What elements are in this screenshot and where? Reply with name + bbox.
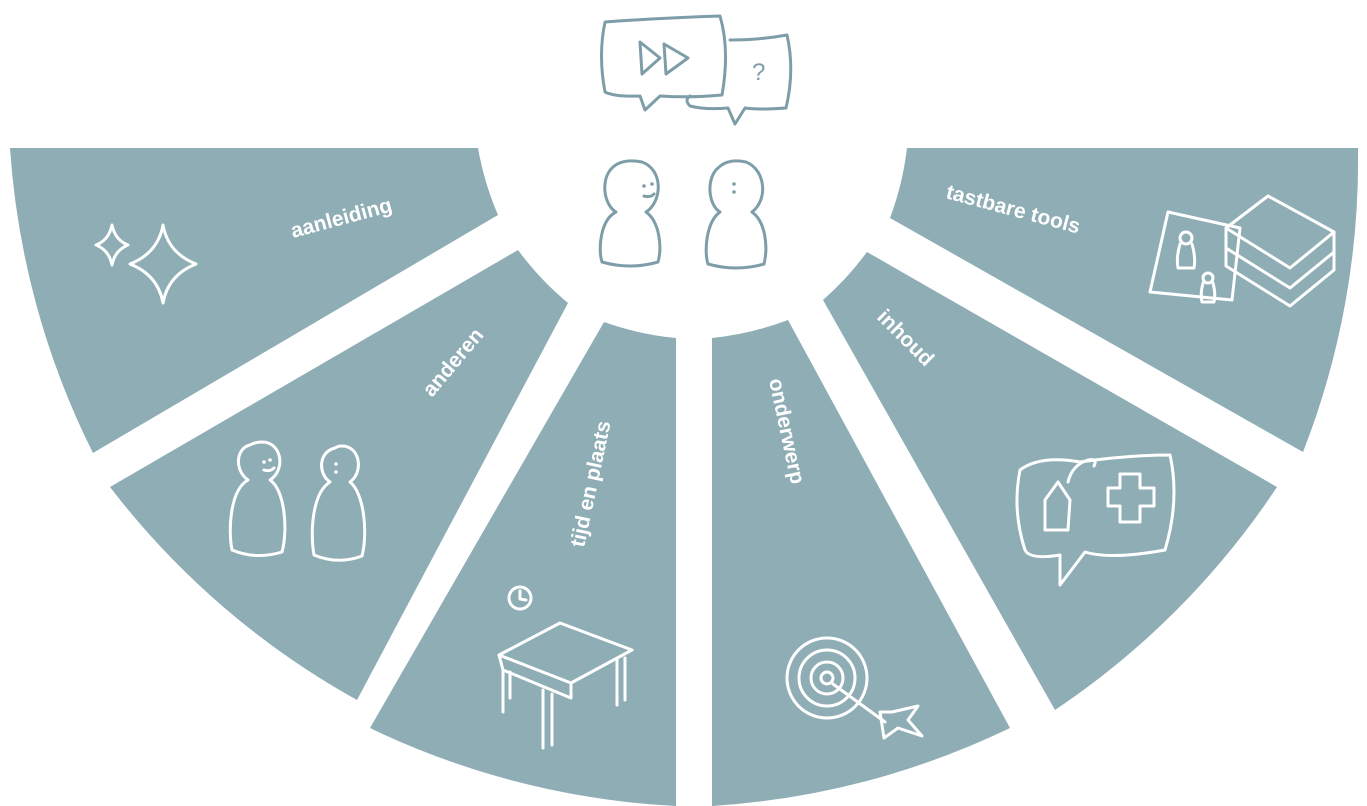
- question-mark: ?: [752, 59, 765, 86]
- speech-bubble-question-icon: [685, 33, 793, 126]
- speech-bubble-forward-icon: [600, 14, 728, 112]
- segment-inhoud-shape: [823, 252, 1277, 710]
- segment-tijd-en-plaats: tijd en plaats: [370, 322, 676, 806]
- segment-aanleiding: aanleiding: [10, 148, 498, 453]
- segment-tastbare-tools: tastbare tools: [890, 148, 1359, 452]
- conversation-icon: ?: [598, 14, 793, 270]
- table-clock-icon: [497, 585, 634, 750]
- segment-tastbare-tools-shape: [890, 148, 1359, 452]
- segment-onderwerp: onderwerp: [712, 320, 1010, 806]
- person-icon-right: [704, 159, 768, 270]
- segment-anderen: anderen: [110, 250, 568, 700]
- segment-tijd-en-plaats-shape: [370, 322, 676, 806]
- people-icon: [228, 440, 367, 562]
- segment-aanleiding-shape: [10, 148, 498, 453]
- segment-anderen-shape: [110, 250, 568, 700]
- board-game-icon: [1148, 194, 1336, 308]
- target-icon: [785, 636, 924, 740]
- segment-inhoud: inhoud: [823, 252, 1277, 710]
- sparkle-icon: [94, 223, 198, 305]
- person-icon-left: [598, 159, 662, 268]
- speech-bubble-house-plus-icon: [1015, 453, 1176, 587]
